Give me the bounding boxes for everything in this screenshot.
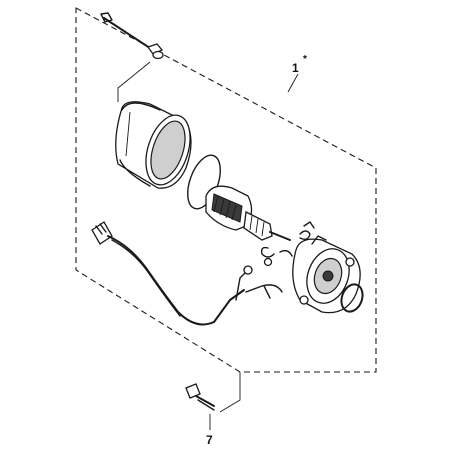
through-bolt <box>100 12 164 60</box>
callout-1-asterisk: * <box>303 54 307 65</box>
callout-7-number: 7 <box>206 433 213 447</box>
brush-clips <box>260 221 315 267</box>
end-cover <box>292 235 361 314</box>
cable-terminal <box>235 265 283 301</box>
bolt-leader-line <box>117 61 151 102</box>
bolt7-leader-line <box>219 372 241 413</box>
o-ring-small <box>340 283 364 313</box>
lead-wire-connector <box>91 221 245 326</box>
motor-yoke <box>115 101 192 189</box>
mounting-bolt <box>185 383 215 411</box>
assembly-boundary <box>75 7 377 373</box>
callout-1-leader <box>287 73 299 93</box>
armature <box>205 185 291 241</box>
callout-1-number: 1 <box>292 61 299 75</box>
